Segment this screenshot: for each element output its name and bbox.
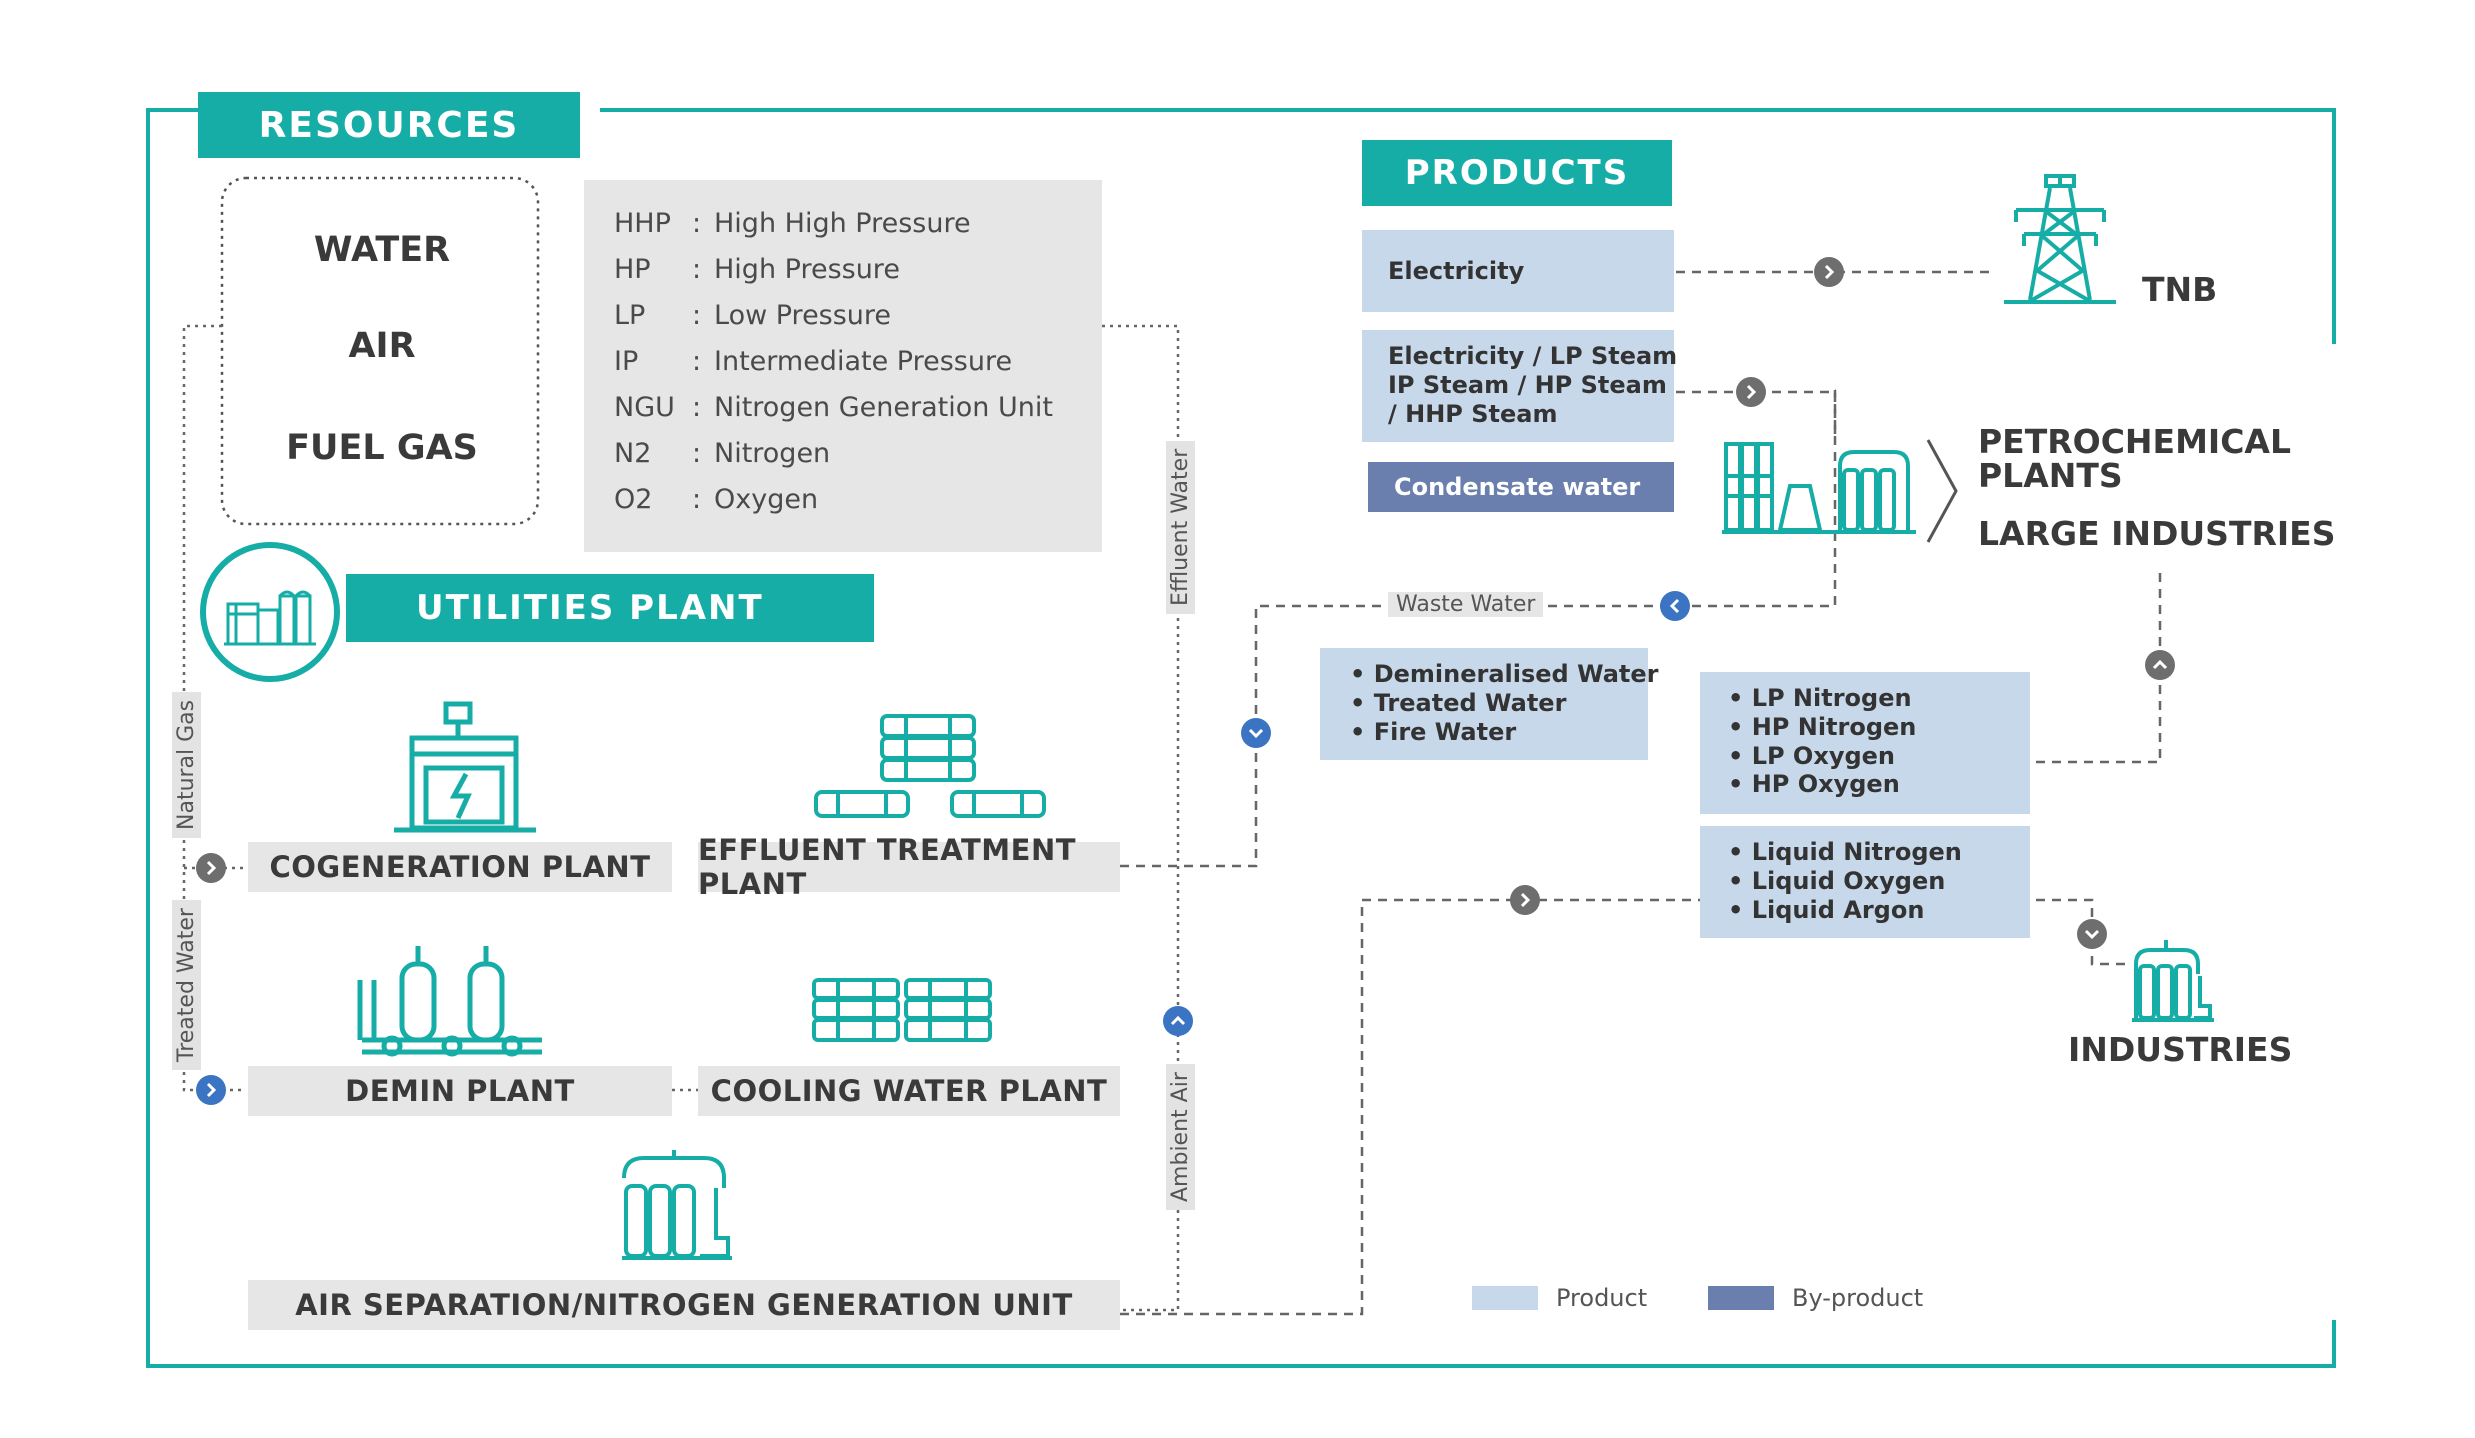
plants-label: PLANTS: [1978, 456, 2123, 495]
air-separation-icon: [622, 1150, 732, 1260]
legend-byproduct-label: By-product: [1792, 1284, 1924, 1312]
petrochemical-label: PETROCHEMICAL: [1978, 422, 2291, 461]
ambient-air-label: Ambient Air: [1166, 1064, 1195, 1210]
natural-gas-label: Natural Gas: [172, 691, 201, 838]
chevron-up-icon: [1163, 1006, 1193, 1036]
waste-water-label: Waste Water: [1388, 592, 1544, 617]
abbr-ip: IP:Intermediate Pressure: [614, 346, 1013, 377]
chevron-right-icon: [1510, 885, 1540, 915]
product-electricity: Electricity: [1362, 230, 1674, 312]
effluent-water-label: Effluent Water: [1166, 440, 1195, 614]
product-liquids: • Liquid Nitrogen • Liquid Oxygen • Liqu…: [1700, 826, 2030, 938]
cogeneration-plant-label: COGENERATION PLANT: [248, 842, 672, 892]
utilities-plant-icon: [200, 542, 340, 682]
effluent-treatment-icon: [814, 714, 1046, 818]
legend-product-label: Product: [1556, 1284, 1648, 1312]
chevron-right-icon: [196, 853, 226, 883]
cooling-water-icon: [812, 978, 992, 1042]
abbr-o2: O2:Oxygen: [614, 484, 819, 515]
petrochemical-plant-icon: [1722, 442, 1916, 534]
bracket-icon: [1926, 439, 1958, 543]
industries-icon: [2132, 940, 2214, 1022]
resource-water: WATER: [313, 230, 451, 270]
large-industries-label: LARGE INDUSTRIES: [1978, 514, 2336, 553]
effluent-treatment-plant-label: EFFLUENT TREATMENT PLANT: [698, 833, 1120, 901]
tnb-label: TNB: [2142, 270, 2218, 309]
demin-plant-icon: [357, 946, 542, 1057]
product-steam: Electricity / LP Steam IP Steam / HP Ste…: [1362, 330, 1677, 442]
chevron-right-icon: [196, 1075, 226, 1105]
transmission-tower-icon: [2004, 174, 2116, 304]
chevron-left-icon: [1660, 591, 1690, 621]
frame-top: [600, 108, 2336, 344]
products-title: PRODUCTS: [1362, 140, 1672, 206]
air-separation-unit-label: AIR SEPARATION/NITROGEN GENERATION UNIT: [248, 1280, 1120, 1330]
treated-water-label: Treated Water: [172, 900, 201, 1070]
demin-plant-label: DEMIN PLANT: [248, 1066, 672, 1116]
resource-fuel-gas: FUEL GAS: [286, 428, 478, 468]
byproduct-condensate: Condensate water: [1368, 462, 1674, 512]
utilities-title: UTILITIES PLANT: [346, 574, 874, 642]
product-gases: • LP Nitrogen • HP Nitrogen • LP Oxygen …: [1700, 672, 2030, 814]
product-water: • Demineralised Water • Treated Water • …: [1320, 648, 1658, 760]
chevron-right-icon: [1814, 257, 1844, 287]
abbreviation-panel: [584, 180, 1102, 552]
chevron-up-icon: [2145, 650, 2175, 680]
cogeneration-icon: [394, 701, 536, 833]
abbr-ngu: NGU:Nitrogen Generation Unit: [614, 392, 1053, 423]
abbr-n2: N2:Nitrogen: [614, 438, 831, 469]
industries-label: INDUSTRIES: [2068, 1030, 2293, 1069]
abbr-hp: HP:High Pressure: [614, 254, 900, 285]
abbr-lp: LP:Low Pressure: [614, 300, 892, 331]
resources-title: RESOURCES: [198, 92, 580, 158]
resource-air: AIR: [348, 326, 416, 366]
frame-left: [146, 108, 2336, 1368]
legend-byproduct-swatch: [1708, 1286, 1774, 1310]
chevron-down-icon: [2077, 919, 2107, 949]
legend-product-swatch: [1472, 1286, 1538, 1310]
chevron-right-icon: [1736, 377, 1766, 407]
chevron-down-icon: [1241, 718, 1271, 748]
abbr-hhp: HHP:High High Pressure: [614, 208, 971, 239]
cooling-water-plant-label: COOLING WATER PLANT: [698, 1066, 1120, 1116]
